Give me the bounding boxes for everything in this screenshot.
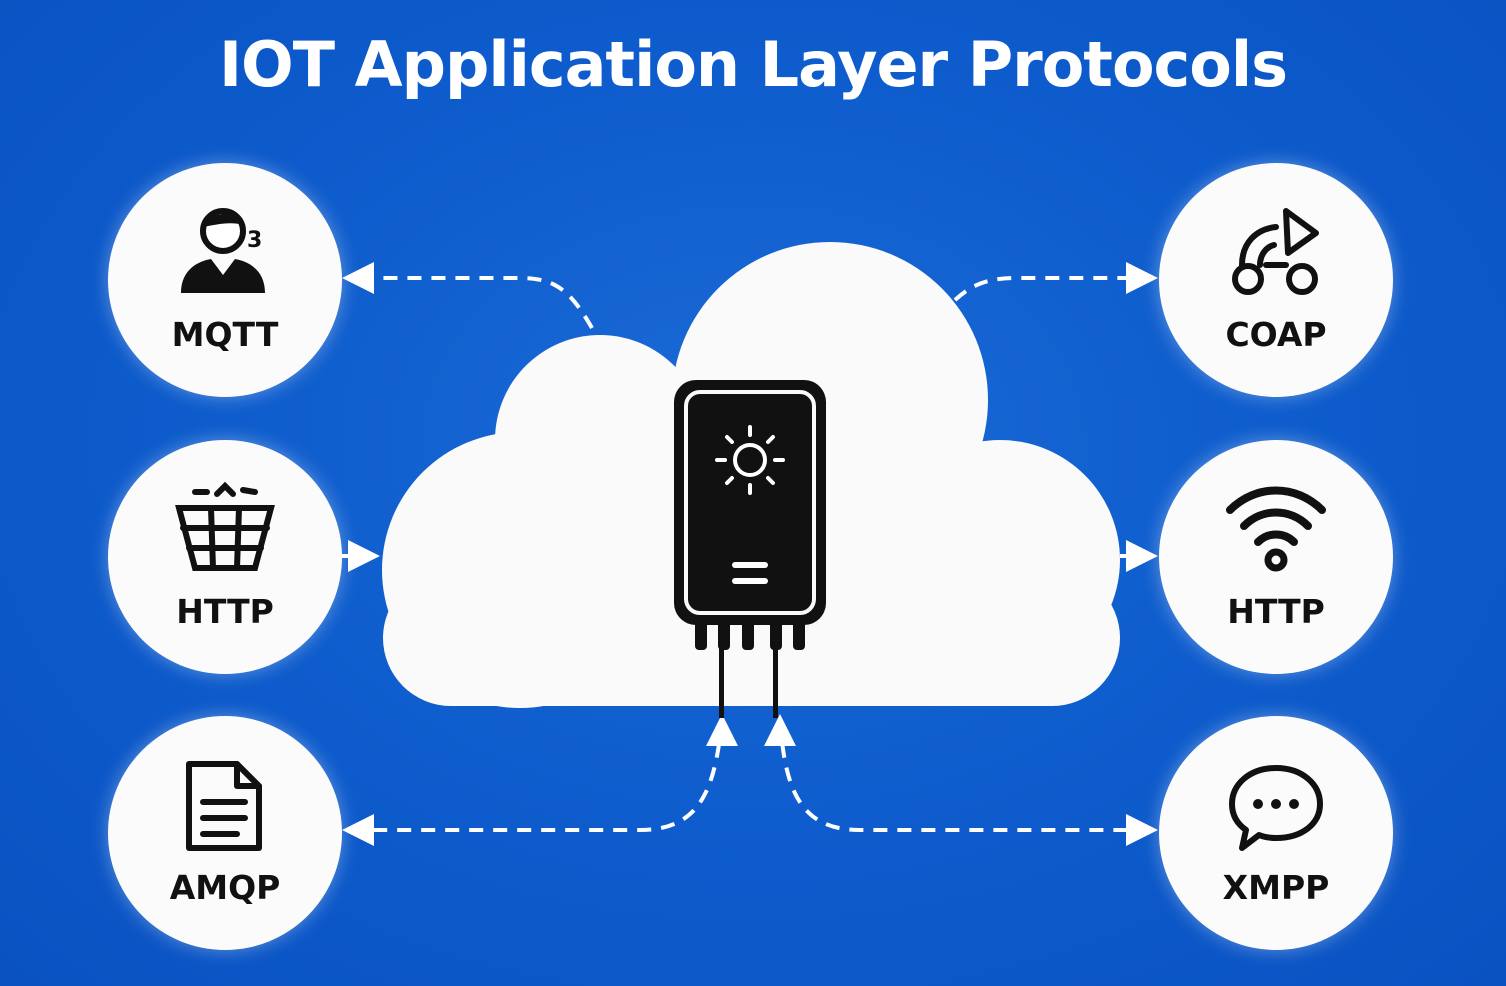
protocol-label: HTTP	[176, 592, 274, 631]
protocol-label: XMPP	[1222, 868, 1330, 907]
protocol-label: MQTT	[171, 315, 279, 354]
protocol-node-coap[interactable]: COAP	[1159, 163, 1393, 397]
iot-device-icon	[674, 380, 826, 718]
protocol-node-xmpp[interactable]: XMPP	[1159, 716, 1393, 950]
connector-coap	[953, 262, 1158, 302]
connector-mqtt	[342, 262, 594, 330]
page-title: IOT Application Layer Protocols	[218, 28, 1288, 101]
person-icon: 3	[181, 208, 265, 293]
protocol-node-mqtt[interactable]: 3 MQTT	[108, 163, 342, 397]
chat-bubble-icon	[1229, 765, 1323, 851]
connector-xmpp	[778, 719, 1158, 846]
connector-amqp	[342, 719, 724, 846]
wifi-icon	[1226, 486, 1326, 572]
coap-signal-icon	[1232, 208, 1319, 295]
protocol-label: AMQP	[169, 868, 281, 907]
protocol-node-http-left[interactable]: HTTP	[108, 440, 342, 674]
protocol-node-http-right[interactable]: HTTP	[1159, 440, 1393, 674]
svg-text:3: 3	[247, 228, 262, 253]
globe-basket-icon	[175, 481, 275, 571]
document-icon	[186, 761, 262, 851]
protocol-label: HTTP	[1227, 592, 1325, 631]
protocol-node-amqp[interactable]: AMQP	[108, 716, 342, 950]
protocol-label: COAP	[1225, 315, 1327, 354]
